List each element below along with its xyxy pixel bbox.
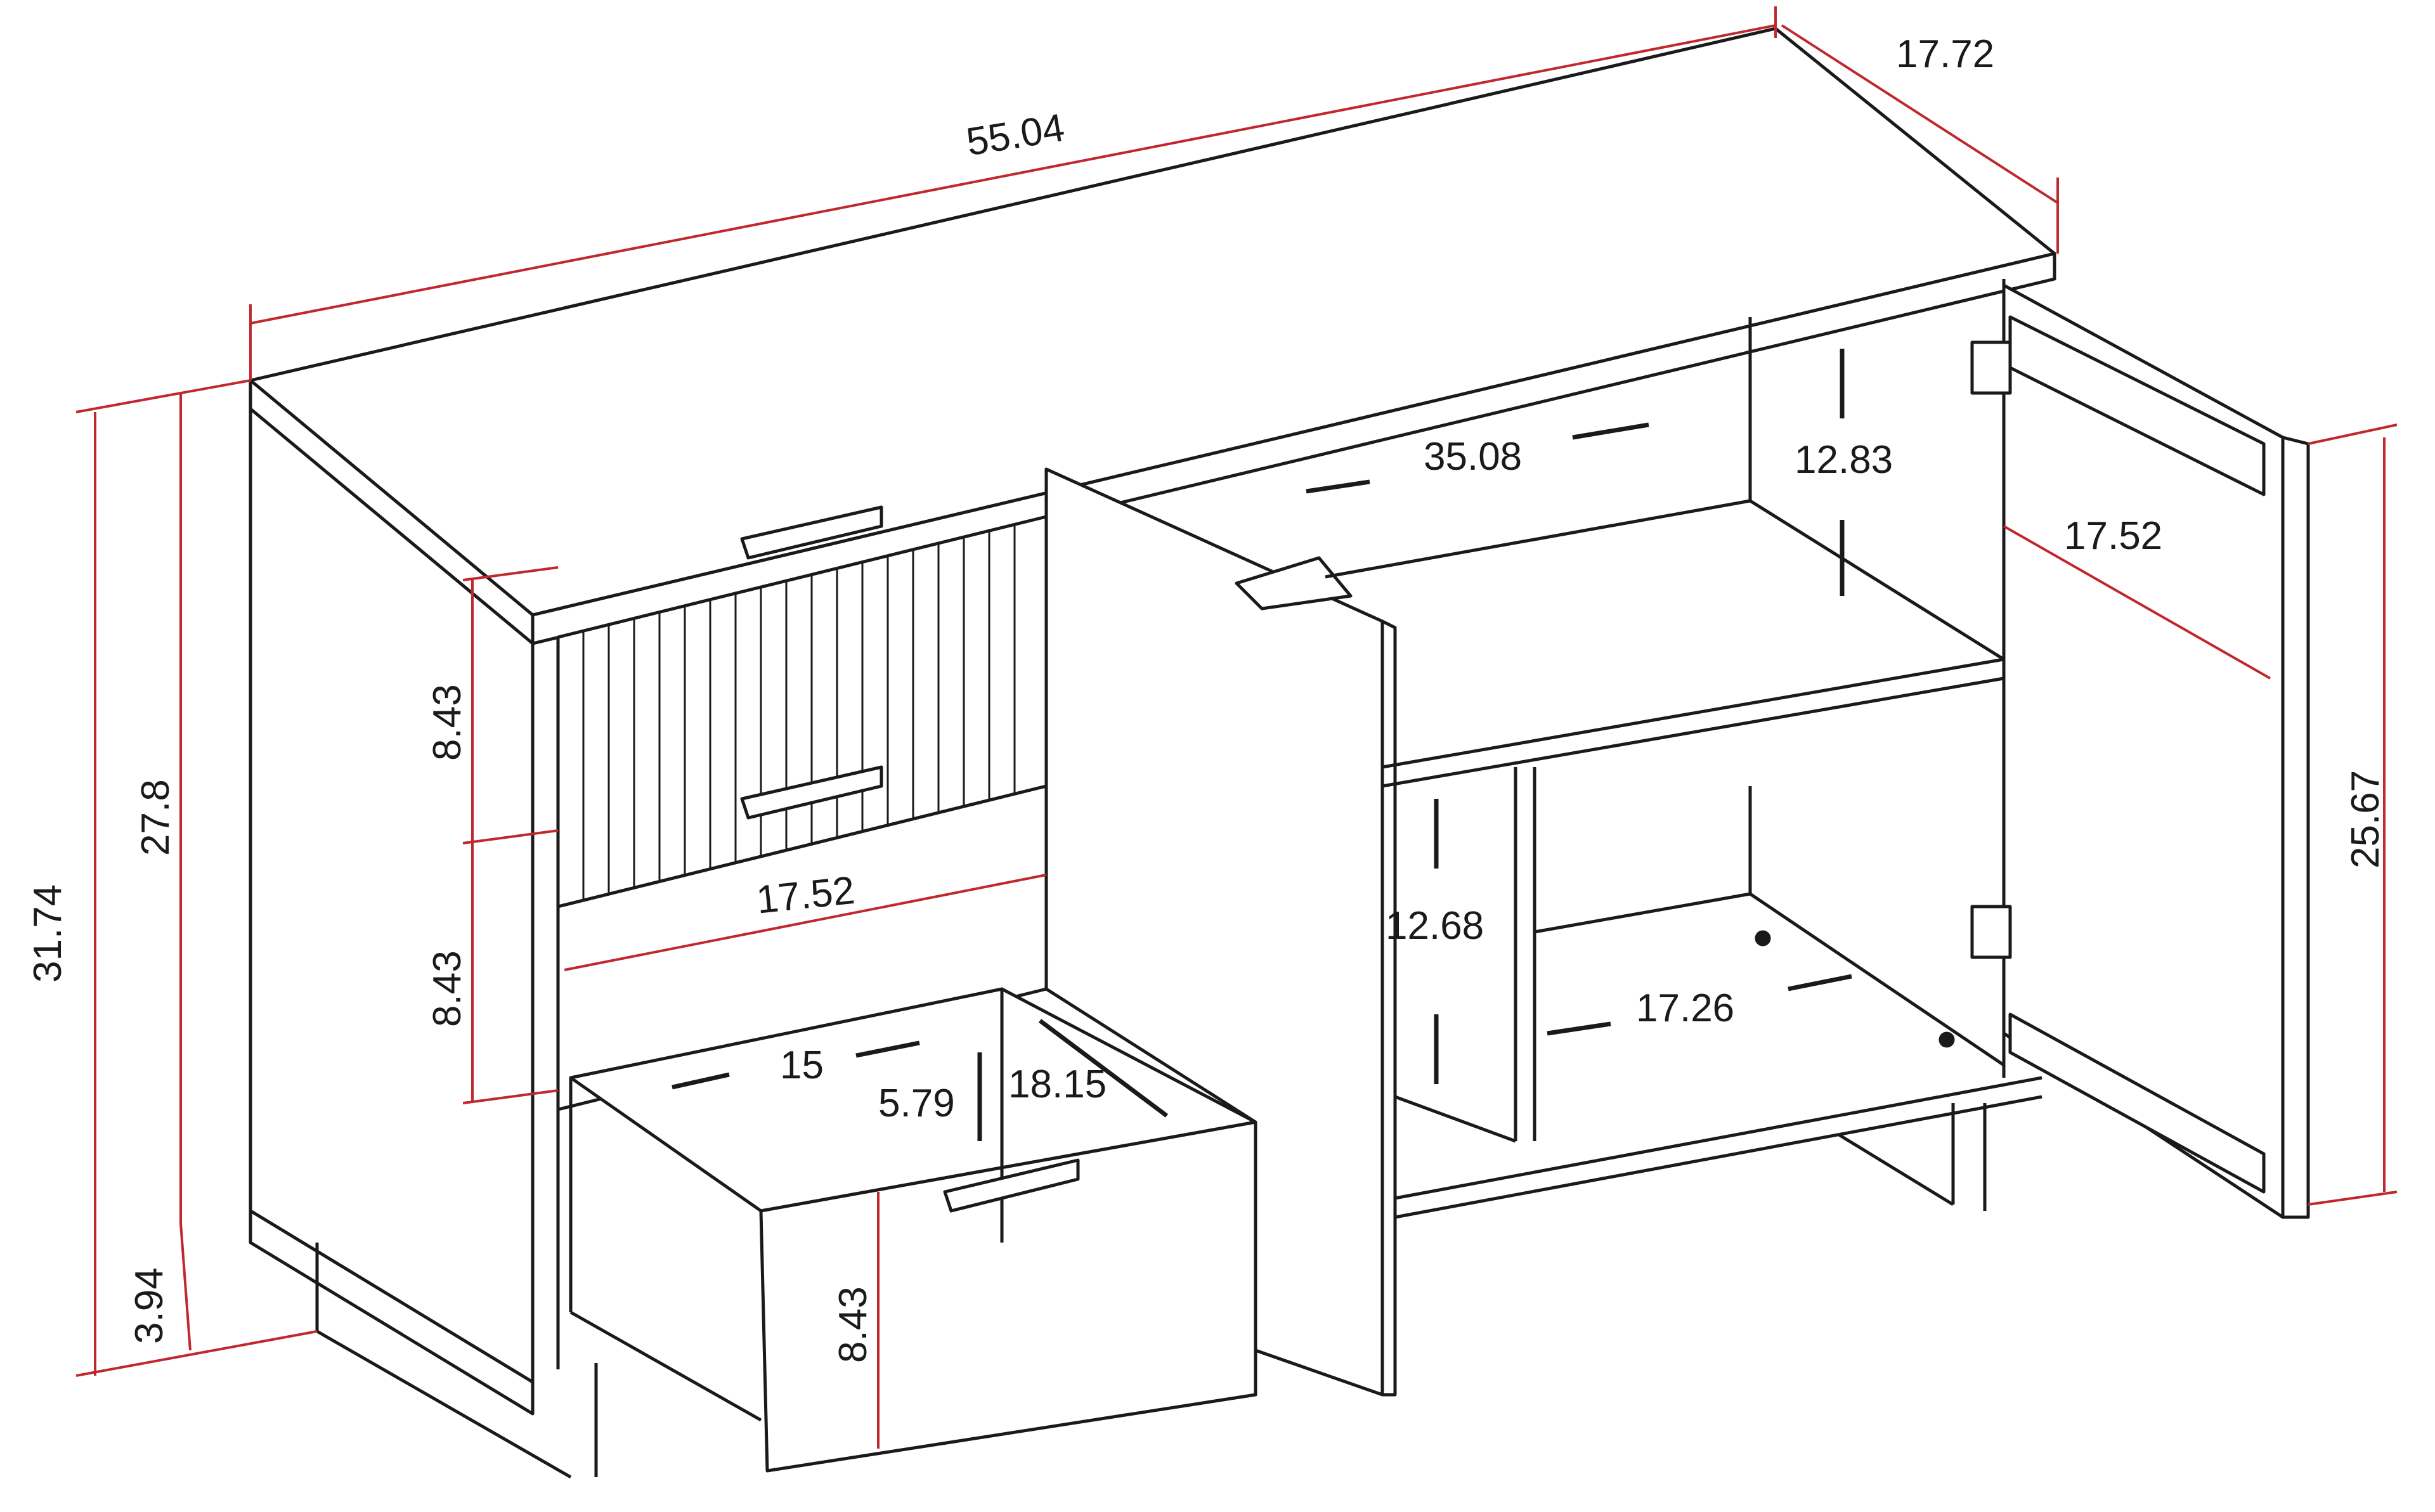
door-height-label: 25.67 [2344, 770, 2387, 869]
drawer3-front-height-label: 8.43 [831, 1286, 875, 1363]
leg-height-label: 3.94 [127, 1267, 171, 1344]
drawer1-height-label: 8.43 [425, 684, 469, 761]
lower-compartment-height-label: 12.68 [1386, 904, 1484, 948]
drawer2-height-label: 8.43 [425, 950, 469, 1027]
overall-depth-label: 17.72 [1896, 32, 1995, 76]
body-height-label: 27.8 [134, 779, 178, 856]
drawer-inner-depth-label: 18.15 [1008, 1063, 1107, 1106]
drawer-inner-width-label: 15 [780, 1044, 824, 1087]
upper-shelf-height-label: 12.83 [1795, 438, 1893, 482]
cabinet-inner-depth-label: 17.52 [2064, 514, 2163, 558]
overall-height-label: 31.74 [26, 884, 70, 983]
drawer-width-label: 17.52 [754, 868, 857, 922]
cabinet-inner-width-label: 35.08 [1424, 435, 1523, 479]
drawer-inner-height-label: 5.79 [878, 1082, 955, 1125]
lower-right-width-label: 17.26 [1636, 986, 1735, 1030]
